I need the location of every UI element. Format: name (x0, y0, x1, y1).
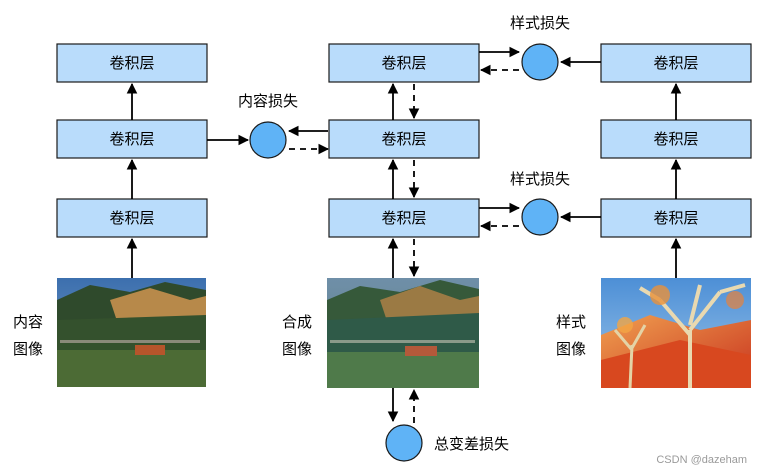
total-variation-loss-node (385, 424, 423, 462)
synthesized-image-label-line2: 图像 (282, 340, 312, 358)
style-layer-top: 卷积层 (600, 43, 752, 83)
svg-text:卷积层: 卷积层 (109, 54, 154, 72)
style-loss-node-top (521, 43, 559, 81)
total-variation-loss-label: 总变差损失 (434, 435, 509, 453)
content-layer-top: 卷积层 (56, 43, 208, 83)
synth-layer-top: 卷积层 (328, 43, 480, 83)
synth-layer-mid: 卷积层 (328, 119, 480, 159)
style-image (601, 278, 751, 389)
svg-text:卷积层: 卷积层 (381, 130, 426, 148)
content-image-label-line2: 图像 (13, 340, 43, 358)
svg-text:卷积层: 卷积层 (653, 54, 698, 72)
svg-text:卷积层: 卷积层 (109, 209, 154, 227)
style-loss-node-bottom (521, 198, 559, 236)
content-image-label-line1: 内容 (13, 313, 43, 331)
watermark: CSDN @dazeham (656, 454, 747, 466)
style-loss-label-bottom: 样式损失 (510, 170, 570, 188)
svg-text:卷积层: 卷积层 (381, 54, 426, 72)
content-loss-label: 内容损失 (238, 92, 298, 110)
style-image-label-line2: 图像 (556, 340, 586, 358)
svg-text:卷积层: 卷积层 (653, 209, 698, 227)
style-image-label-line1: 样式 (556, 313, 586, 331)
content-loss-node (249, 121, 287, 159)
svg-text:卷积层: 卷积层 (381, 209, 426, 227)
content-image (57, 278, 206, 387)
svg-text:卷积层: 卷积层 (653, 130, 698, 148)
style-loss-label-top: 样式损失 (510, 14, 570, 32)
style-layer-bottom: 卷积层 (600, 198, 752, 238)
synthesized-image (327, 278, 479, 388)
content-layer-bottom: 卷积层 (56, 198, 208, 238)
synth-layer-bottom: 卷积层 (328, 198, 480, 238)
synthesized-image-label-line1: 合成 (282, 313, 312, 331)
svg-text:卷积层: 卷积层 (109, 130, 154, 148)
content-layer-mid: 卷积层 (56, 119, 208, 159)
style-layer-mid: 卷积层 (600, 119, 752, 159)
